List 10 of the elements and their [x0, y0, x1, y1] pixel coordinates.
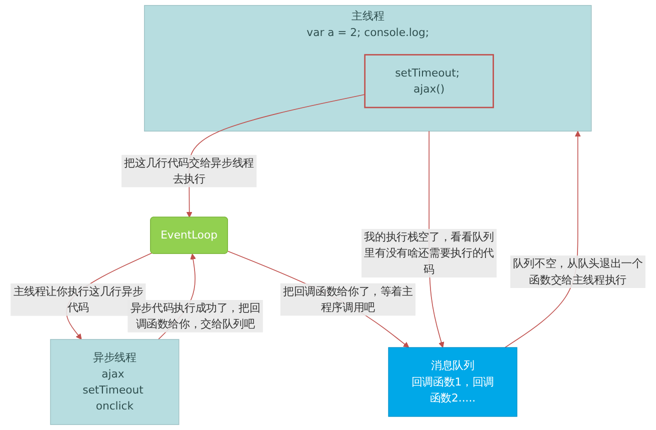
- edge-label: 我的执行栈空了，看看队列里有没有啥还需要执行的代码: [364, 230, 494, 276]
- node-box: 消息队列 回调函数1，回调函数2.....: [388, 347, 518, 417]
- edge-label: 队列不空，从队头退出一个函数交给主线程执行: [512, 256, 643, 286]
- edge-label: 主线程让你执行这几行异步: [13, 284, 144, 298]
- edge-label: 把这几行代码交给异步线程去执行: [124, 156, 254, 186]
- node-box: setTimeout; ajax(): [364, 54, 494, 108]
- edge-label: 把回调函数给你了，等着主程序调用吧: [283, 284, 413, 314]
- edge-label: 代码: [67, 300, 90, 314]
- edge-label: 异步代码执行成功了，把回调函数给你，交给队列吧: [130, 301, 260, 330]
- node-box: 异步线程 ajax setTimeout onclick: [50, 339, 180, 425]
